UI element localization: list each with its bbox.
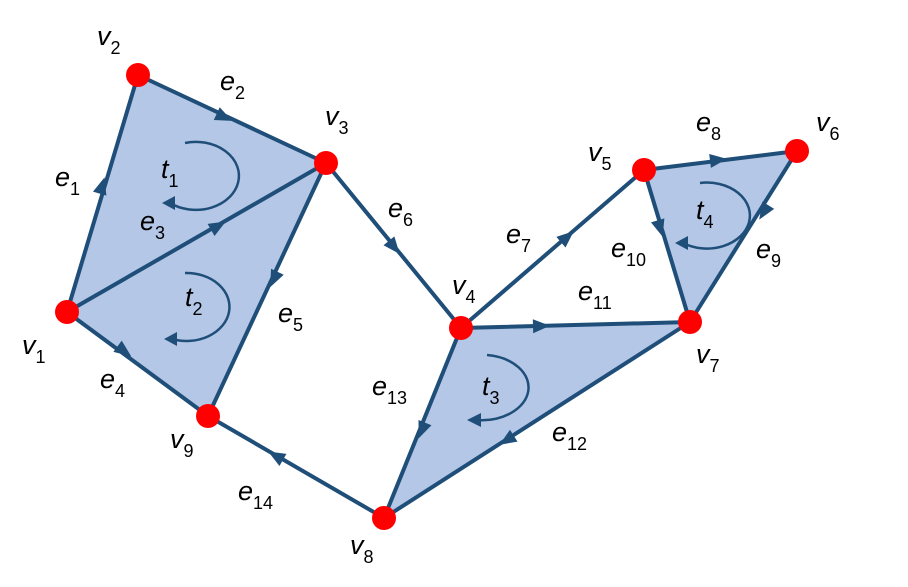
edge-e5 [206,161,328,418]
edge-label-e6: e6 [388,193,413,230]
edge-label-e14: e14 [238,476,273,513]
edge-e4 [65,310,210,418]
arrow-e6-icon [383,236,400,254]
edge-label-e3: e3 [140,206,165,243]
edge-label-e7: e7 [506,219,531,256]
vertex-label-v3: v3 [325,101,349,138]
triangle-t2-face [67,163,326,416]
vertex-label-v7: v7 [696,339,720,376]
vertex-v3 [314,151,338,175]
edge-arrows [92,107,775,467]
vertex-label-v2: v2 [97,21,121,58]
vertex-v7 [678,310,702,334]
edge-label-e8: e8 [696,107,721,144]
edge-label-e12: e12 [552,417,587,454]
vertex-v1 [55,300,79,324]
vertex-label-v8: v8 [350,530,374,567]
edge-label-e10: e10 [611,233,646,270]
vertex-v9 [196,404,220,428]
edge-e3 [65,161,328,314]
edge-label-e4: e4 [100,364,125,401]
edge-e11 [459,320,692,330]
arrow-e12-icon [499,429,518,445]
edge-e7 [459,168,646,330]
vertices [55,63,809,530]
orientation-t4-icon [675,181,752,250]
arrow-e9-icon [759,201,775,220]
arrow-e10-icon [650,218,665,237]
edge-label-e9: e9 [756,234,781,271]
edge-label-e13: e13 [372,371,407,408]
vertex-v6 [785,139,809,163]
arrow-e5-icon [270,268,284,288]
vertex-label-v6: v6 [816,107,840,144]
orientation-t1-icon [162,140,241,212]
triangle-labels: t1 t2 t3 t4 [161,154,714,408]
arrow-e11-icon [532,319,550,334]
vertex-label-v1: v1 [22,330,46,367]
triangle-label-t2: t2 [185,282,203,319]
edge-e10 [642,168,692,324]
vertex-labels: v1 v2 v3 v4 v5 v6 v7 v8 v9 [22,21,840,567]
vertex-label-v9: v9 [170,424,194,461]
arrow-e13-icon [418,419,432,439]
vertex-v4 [449,316,473,340]
edge-e12 [382,320,692,520]
arrow-e3-icon [207,221,226,237]
edge-label-e11: e11 [578,276,612,313]
orientation-marks [162,140,752,427]
arrow-e7-icon [556,231,574,248]
vertex-label-v4: v4 [452,270,476,307]
orientation-t3-icon [467,353,530,427]
triangle-label-t1: t1 [161,154,179,191]
vertex-label-v5: v5 [588,137,612,174]
edge-e9 [688,149,799,324]
edge-e2 [136,73,328,165]
arrow-e4-icon [113,340,132,357]
edge-labels: e1 e2 e3 e4 e5 e6 e7 e8 e9 e10 e11 e12 e… [55,66,781,513]
edge-label-e1: e1 [55,162,80,199]
vertex-v2 [126,63,150,87]
arrow-e14-icon [268,451,287,467]
vertex-v5 [632,158,656,182]
triangle-t4-face [644,151,797,322]
arrow-e1-icon [92,177,107,196]
edge-label-e5: e5 [278,298,303,335]
vertex-v8 [372,506,396,530]
edge-label-e2: e2 [220,66,245,103]
triangle-label-t4: t4 [696,195,714,232]
arrow-e2-icon [213,107,233,121]
edge-e14 [206,414,386,520]
triangle-label-t3: t3 [482,371,500,408]
arrow-e8-icon [709,154,727,168]
orientation-t2-icon [164,271,231,346]
